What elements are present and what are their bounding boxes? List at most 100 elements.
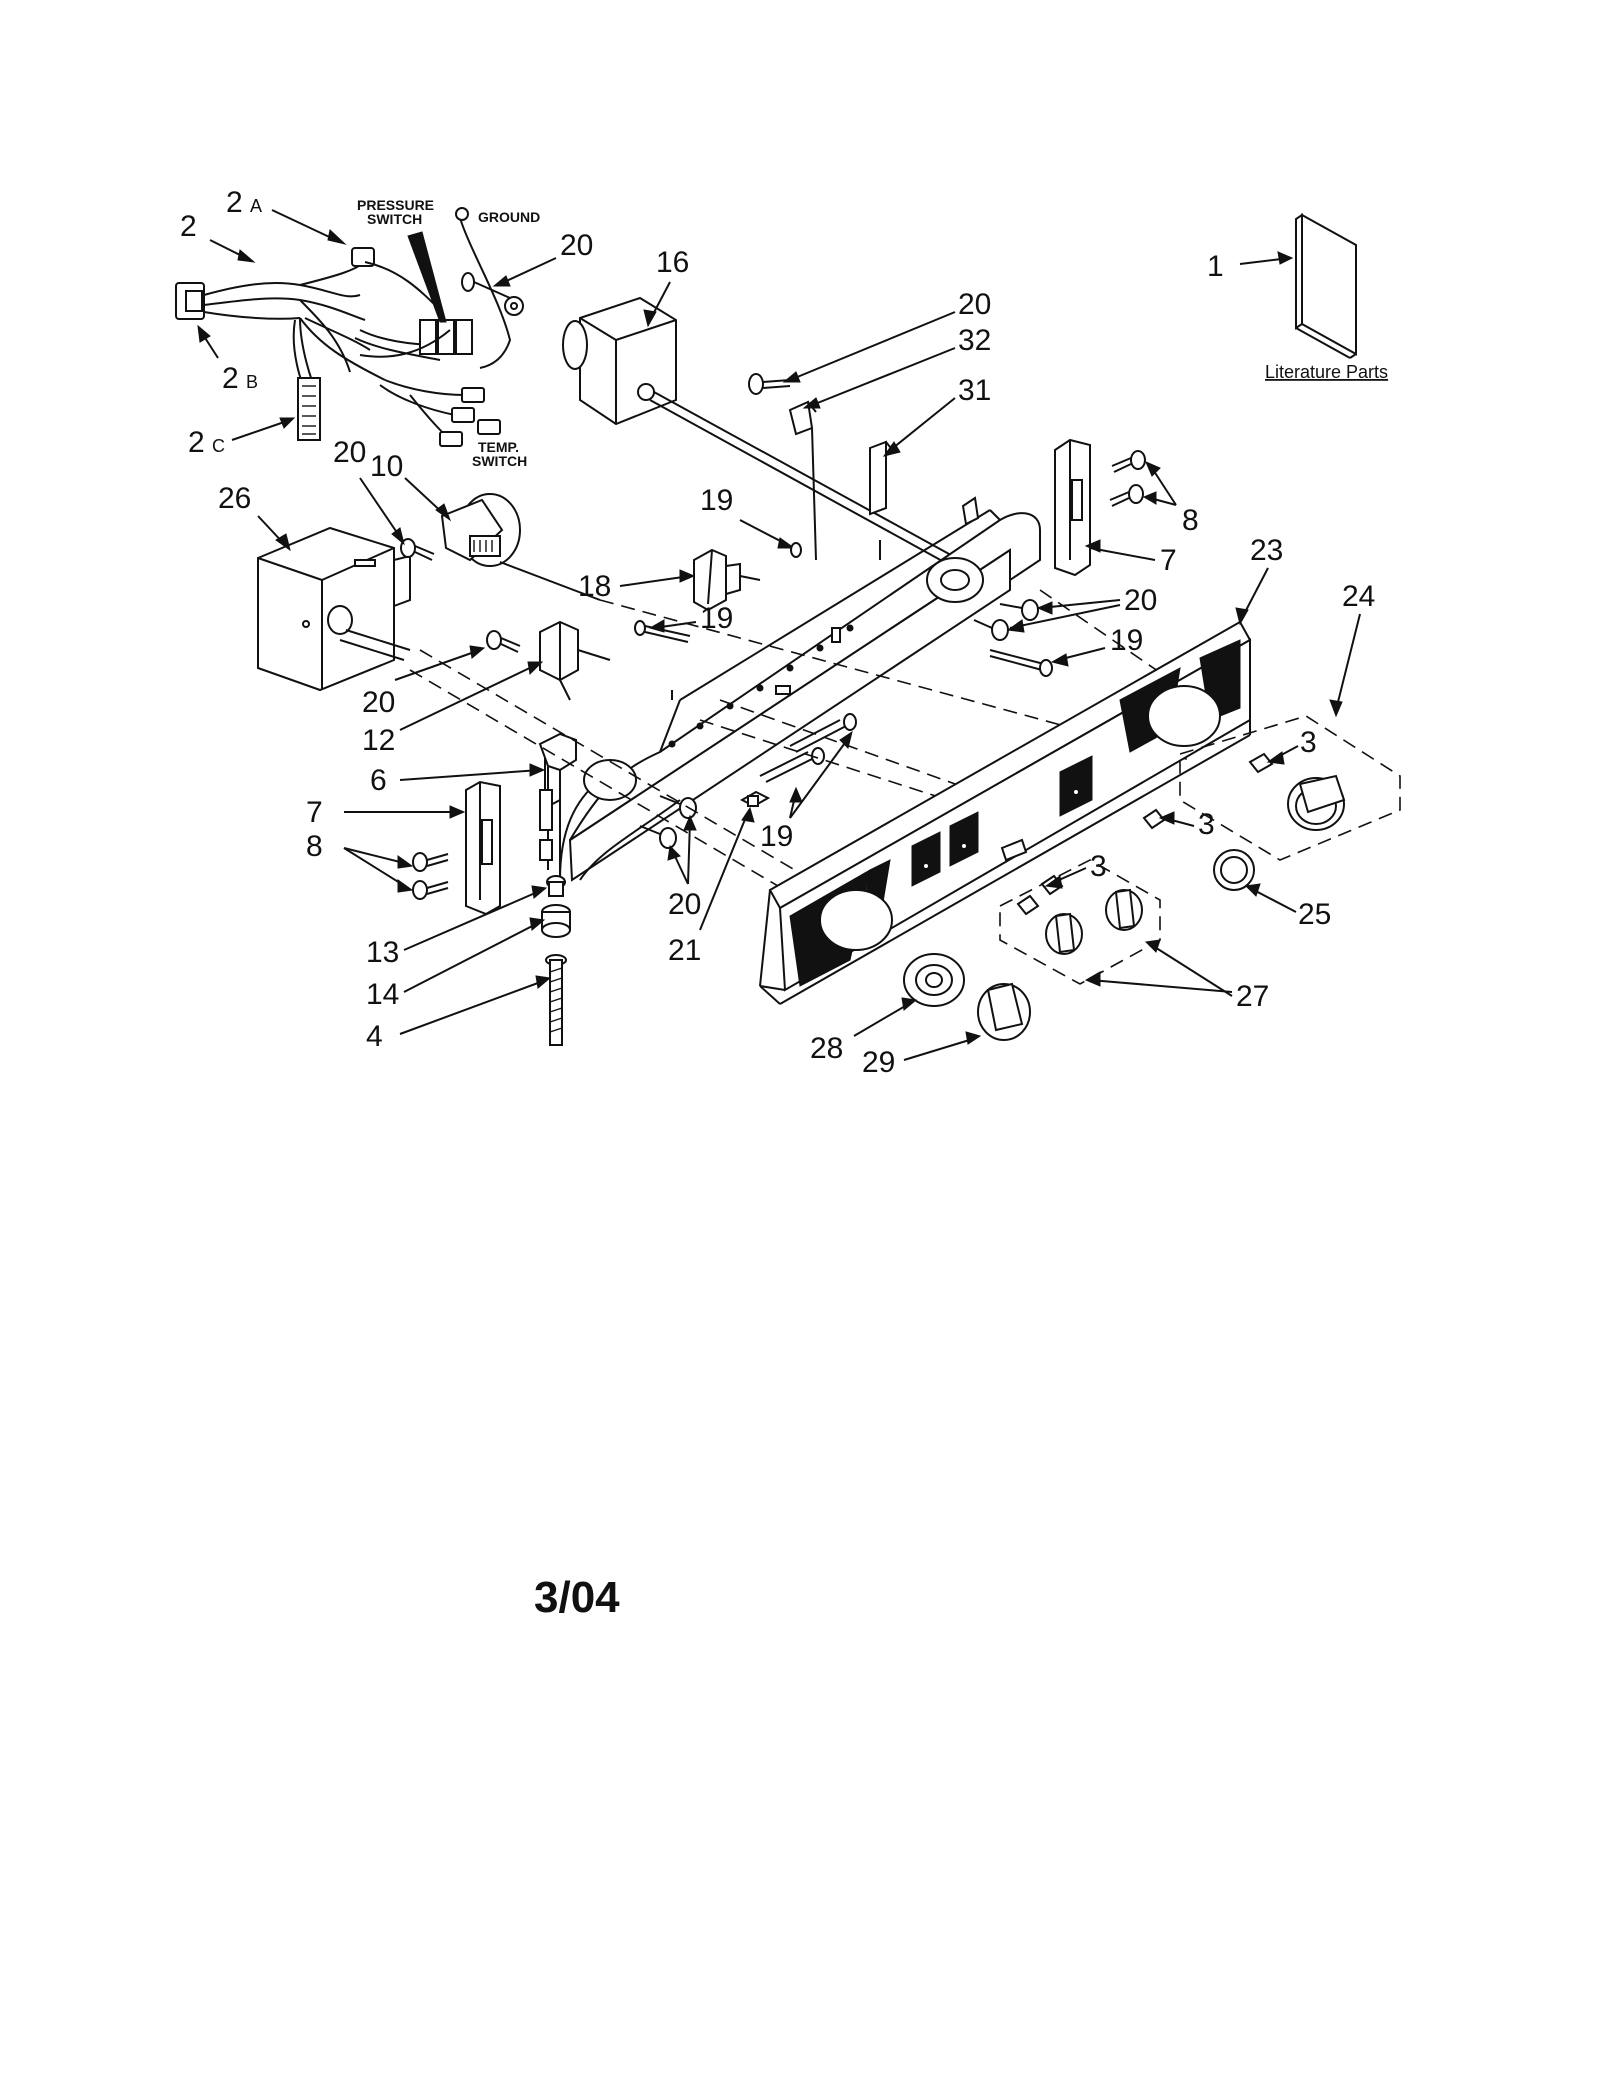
leader-14 bbox=[403, 921, 541, 993]
leader-24 bbox=[1335, 613, 1361, 711]
pressure-switch-10 bbox=[440, 493, 601, 601]
callout-1: 1 bbox=[1207, 250, 1224, 283]
leader-8-lower-b bbox=[343, 847, 409, 889]
screw-20-upper bbox=[748, 373, 791, 395]
leader-13 bbox=[403, 889, 543, 951]
leader-18 bbox=[619, 575, 691, 587]
callout-3-lower: 3 bbox=[1090, 850, 1107, 883]
callout-2b: 2 bbox=[222, 362, 239, 395]
leader-28 bbox=[853, 1001, 913, 1037]
ground-label: GROUND bbox=[478, 209, 540, 225]
leader-20-right-a bbox=[1039, 599, 1121, 609]
ground-screw bbox=[461, 272, 524, 316]
callout-21: 21 bbox=[668, 934, 701, 967]
leader-6 bbox=[399, 769, 541, 781]
console-panel-23 bbox=[759, 620, 1252, 1005]
leader-19-lower-a bbox=[789, 735, 851, 819]
callout-29: 29 bbox=[862, 1046, 895, 1079]
callout-18: 18 bbox=[578, 570, 611, 603]
callout-19-middle: 19 bbox=[700, 602, 733, 635]
skirt-28 bbox=[903, 953, 965, 1007]
callout-27: 27 bbox=[1236, 980, 1269, 1013]
module-26 bbox=[257, 526, 411, 692]
clip-3-upper bbox=[1248, 752, 1274, 774]
timer-16 bbox=[562, 296, 961, 569]
callout-2a: 2 bbox=[226, 186, 243, 219]
leader-20-left bbox=[394, 649, 481, 681]
callout-20-left-upper: 20 bbox=[333, 436, 366, 469]
callout-6: 6 bbox=[370, 764, 387, 797]
leveler-stack bbox=[541, 875, 571, 1046]
callout-2c: 2 bbox=[188, 426, 205, 459]
callout-7-lower: 7 bbox=[306, 796, 323, 829]
screw-19-right bbox=[989, 649, 1053, 677]
wire-harness bbox=[175, 207, 512, 447]
control-7-upper bbox=[1054, 438, 1091, 577]
knob-25 bbox=[1213, 849, 1255, 891]
panel-window-right bbox=[1147, 685, 1221, 747]
callout-16: 16 bbox=[656, 246, 689, 279]
callout-32: 32 bbox=[958, 324, 991, 357]
knob-29 bbox=[977, 982, 1031, 1041]
part-12 bbox=[539, 620, 611, 701]
callout-25: 25 bbox=[1298, 898, 1331, 931]
callout-12: 12 bbox=[362, 724, 395, 757]
callout-2c-sub: C bbox=[212, 436, 225, 456]
callout-13: 13 bbox=[366, 936, 399, 969]
callout-2: 2 bbox=[180, 210, 197, 243]
callout-26: 26 bbox=[218, 482, 251, 515]
callout-4: 4 bbox=[366, 1020, 383, 1053]
pressure-switch-pointer bbox=[407, 231, 447, 323]
screw-20-left-upper bbox=[400, 538, 435, 561]
callout-2a-sub: A bbox=[250, 196, 262, 216]
callout-8-lower: 8 bbox=[306, 830, 323, 863]
literature-parts-label: Literature Parts bbox=[1265, 362, 1388, 382]
leader-20-upper bbox=[789, 311, 956, 381]
callout-31: 31 bbox=[958, 374, 991, 407]
leader-12 bbox=[399, 663, 539, 731]
leader-8-lower-a bbox=[343, 847, 409, 865]
callout-20-left: 20 bbox=[362, 686, 395, 719]
screw-19-upper bbox=[790, 542, 802, 558]
screws-8-upper bbox=[1109, 450, 1146, 507]
callout-19-lower: 19 bbox=[760, 820, 793, 853]
callout-20-lower: 20 bbox=[668, 888, 701, 921]
leader-32 bbox=[809, 347, 956, 407]
control-7-lower bbox=[465, 780, 501, 916]
callout-28: 28 bbox=[810, 1032, 843, 1065]
callout-3-upper: 3 bbox=[1300, 726, 1317, 759]
callout-24: 24 bbox=[1342, 580, 1375, 613]
temp-switch-label-line1: TEMP. bbox=[478, 439, 519, 455]
pressure-switch-label-line1: PRESSURE bbox=[357, 197, 434, 213]
leader-27-a bbox=[1089, 979, 1233, 993]
knob-24 bbox=[1287, 774, 1346, 831]
clip-21 bbox=[739, 790, 771, 808]
leader-20-left-upper bbox=[359, 477, 403, 541]
callout-3-middle: 3 bbox=[1198, 808, 1215, 841]
leader-21 bbox=[699, 811, 749, 931]
clip-3-middle bbox=[1142, 808, 1166, 830]
knobs-27 bbox=[1045, 888, 1143, 955]
literature-booklet bbox=[1295, 213, 1357, 359]
callout-7-upper: 7 bbox=[1160, 544, 1177, 577]
leader-31 bbox=[887, 397, 956, 453]
callout-2b-sub: B bbox=[246, 372, 258, 392]
panel-window-left bbox=[819, 889, 893, 951]
screw-20-left bbox=[486, 630, 521, 653]
callout-20-ground: 20 bbox=[560, 229, 593, 262]
callout-19-upper: 19 bbox=[700, 484, 733, 517]
leader-20-right-b bbox=[1009, 604, 1121, 629]
callout-10: 10 bbox=[370, 450, 403, 483]
leader-27-b bbox=[1149, 943, 1233, 997]
pressure-switch-label-line2: SWITCH bbox=[367, 211, 422, 227]
date-code: 3/04 bbox=[534, 1573, 620, 1622]
callout-8-upper: 8 bbox=[1182, 504, 1199, 537]
screws-20-right bbox=[973, 599, 1039, 641]
leader-29 bbox=[903, 1037, 977, 1061]
callout-19-right: 19 bbox=[1110, 624, 1143, 657]
screws-19-lower bbox=[759, 713, 857, 783]
callout-14: 14 bbox=[366, 978, 399, 1011]
group-box-24 bbox=[1179, 715, 1401, 861]
callout-23: 23 bbox=[1250, 534, 1283, 567]
